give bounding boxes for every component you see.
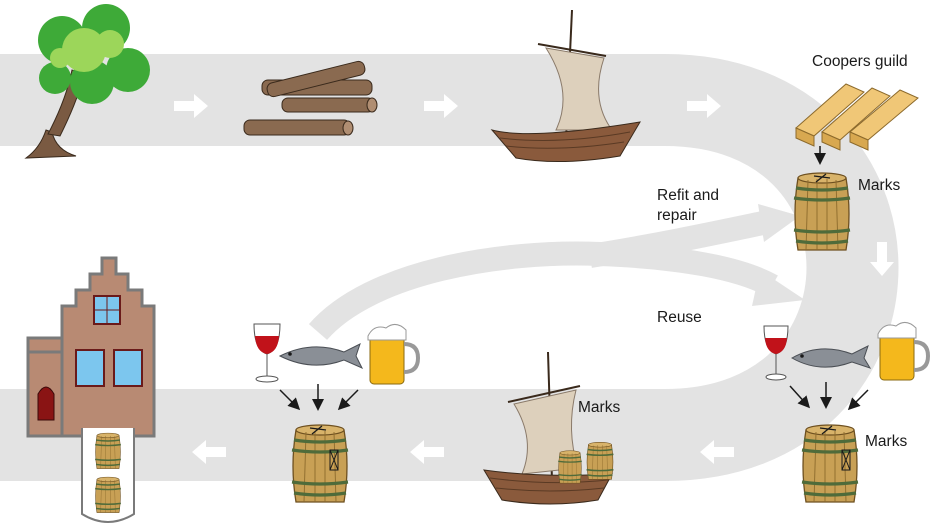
beer-mug-icon [877,322,931,381]
refit-label-line2: repair [657,207,697,224]
well-icon [81,428,135,523]
reuse-label: Reuse [657,309,702,326]
beer-mug-icon [367,324,421,385]
reuse-arrows [308,204,805,341]
timber-beams-icon [795,83,919,151]
herring-fish-icon [278,343,364,370]
barrel-icon [792,171,852,252]
flow-track [0,54,899,481]
herring-fish-icon [790,345,872,369]
barrel-icon [290,423,350,504]
arrow-icon [789,382,869,411]
wine-glass-icon [763,325,789,381]
marks-boat-label: Marks [578,399,620,416]
marks-right-label: Marks [865,433,907,450]
sailing-ship-icon [483,351,613,505]
barrel-icon [800,423,860,504]
canal-house-icon [26,256,156,438]
logs-icon [243,60,378,136]
tree-icon [24,4,150,159]
refit-label-line1: Refit and [657,187,719,204]
arrow-icon [279,384,359,411]
wine-glass-icon [253,323,281,383]
sailing-ship-icon [490,9,641,163]
marks-top-label: Marks [858,177,900,194]
coopers-guild-label: Coopers guild [812,53,908,70]
